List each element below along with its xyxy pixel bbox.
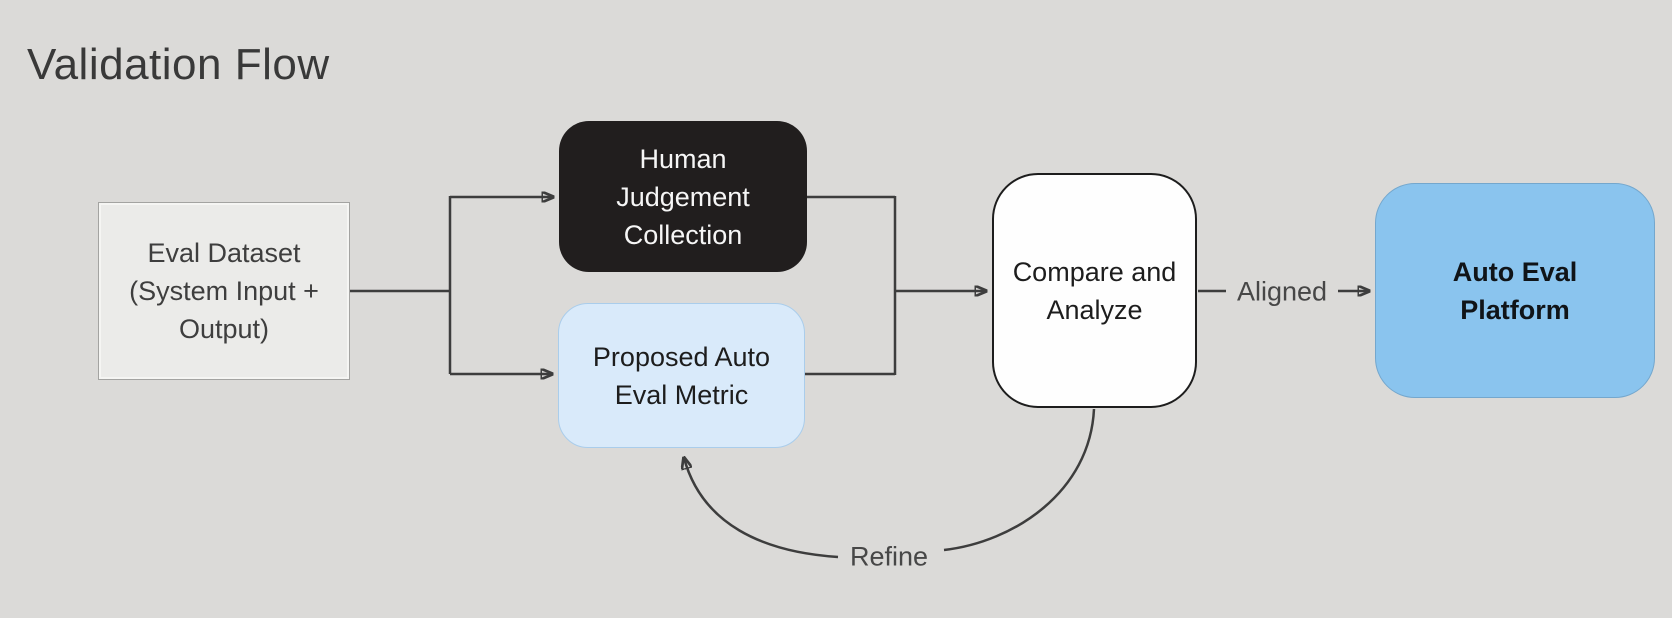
node-eval-dataset: Eval Dataset (System Input + Output): [98, 202, 350, 380]
node-auto-eval-platform: Auto Eval Platform: [1375, 183, 1655, 398]
node-label-line: Platform: [1460, 294, 1570, 325]
node-human-judgement-collection: Human Judgement Collection: [559, 121, 807, 272]
edge-label-aligned: Aligned: [1236, 276, 1328, 307]
node-label-line: (System Input +: [129, 276, 319, 306]
node-label-line: Auto Eval: [1452, 256, 1578, 287]
node-label-line: Proposed Auto: [592, 341, 771, 372]
edge-label-refine: Refine: [849, 541, 929, 572]
edge-refine-curve-right: [943, 408, 1096, 552]
node-label-line: Human: [639, 143, 727, 174]
node-proposed-auto-eval-metric: Proposed Auto Eval Metric: [558, 303, 805, 448]
diagram-title: Validation Flow: [27, 40, 330, 89]
node-label-line: Eval Metric: [614, 379, 749, 410]
node-label-line: Output): [178, 314, 270, 344]
node-label-line: Analyze: [1046, 294, 1143, 325]
node-label-line: Eval Dataset: [147, 238, 301, 268]
node-label-line: Judgement: [616, 181, 750, 212]
node-label-line: Collection: [623, 219, 743, 250]
node-compare-and-analyze: Compare and Analyze: [992, 173, 1197, 408]
node-label-line: Compare and: [1012, 256, 1177, 287]
edge-refine-curve-left: [684, 458, 839, 559]
